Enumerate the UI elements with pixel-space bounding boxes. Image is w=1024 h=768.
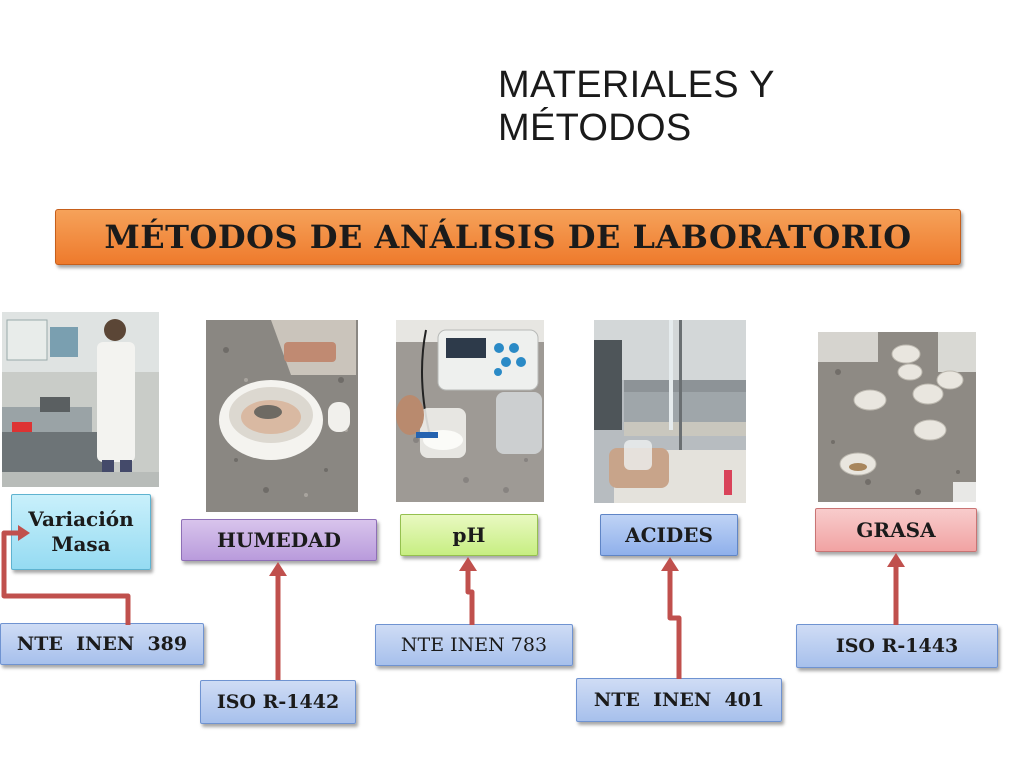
label-ph: pH <box>400 514 538 556</box>
arrowhead-acidity <box>661 557 679 571</box>
section-banner-text: MÉTODOS DE ANÁLISIS DE LABORATORIO <box>104 218 912 256</box>
photo-ph <box>396 320 544 502</box>
norm-ph: NTE INEN 783 <box>375 624 573 666</box>
photo-fat <box>818 332 976 502</box>
arrowhead-humidity <box>269 562 287 576</box>
arrow-ph <box>465 567 475 625</box>
label-mass-variation-line1: Variación <box>28 507 134 531</box>
photo-acidity <box>594 320 746 503</box>
label-acidity: ACIDES <box>600 514 738 556</box>
label-humidity: HUMEDAD <box>181 519 377 561</box>
norm-acidity: NTE INEN 401 <box>576 678 782 722</box>
photo-mass-variation <box>2 312 159 487</box>
label-mass-variation-line2: Masa <box>51 532 111 556</box>
norm-humidity: ISO R-1442 <box>200 680 356 724</box>
label-fat: GRASA <box>815 508 977 552</box>
arrow-acidity <box>667 567 682 679</box>
photo-humidity <box>206 320 358 512</box>
label-mass-variation: Variación Masa <box>11 494 151 570</box>
arrowhead-fat <box>887 553 905 567</box>
norm-fat: ISO R-1443 <box>796 624 998 668</box>
section-banner: MÉTODOS DE ANÁLISIS DE LABORATORIO <box>55 209 961 265</box>
arrowhead-ph <box>459 557 477 571</box>
norm-mass-variation: NTE INEN 389 <box>0 623 204 665</box>
slide-title: MATERIALES Y MÉTODOS <box>498 64 775 149</box>
